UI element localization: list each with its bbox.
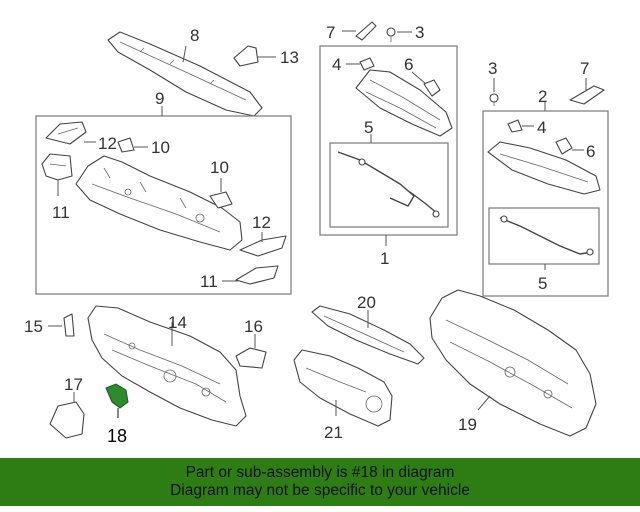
callout-13: 13	[280, 48, 299, 67]
info-banner: Part or sub-assembly is #18 in diagram D…	[0, 458, 640, 506]
part-17-insulator	[49, 401, 85, 439]
callout-5a: 5	[364, 118, 373, 137]
part-6-insert-a	[423, 79, 441, 97]
callout-6a: 6	[404, 55, 413, 74]
callout-16: 16	[244, 317, 263, 336]
part-4-clip-b	[507, 119, 523, 133]
part-10-clip-a	[117, 137, 135, 153]
callout-3a: 3	[415, 23, 424, 42]
group-box-9	[35, 115, 292, 295]
callout-20: 20	[357, 293, 376, 312]
part-18-highlighted	[105, 383, 129, 409]
part-3-fastener-b	[489, 93, 499, 106]
callout-4b: 4	[537, 118, 546, 137]
part-2-cowl-grille	[487, 141, 601, 195]
part-12-bracket-b	[239, 235, 287, 257]
part-8-cowl-top-panel	[107, 31, 263, 117]
callout-7b: 7	[580, 59, 589, 78]
part-11-strip-b	[235, 265, 279, 285]
callout-15: 15	[24, 317, 43, 336]
callout-6b: 6	[586, 142, 595, 161]
part-16-bracket	[235, 347, 267, 369]
group-box-1	[319, 45, 458, 236]
part-5-washer-hose-b	[499, 215, 594, 256]
part-9-cowl-panel	[75, 155, 243, 251]
callout-5b: 5	[538, 274, 547, 293]
part-7-clip-a	[355, 21, 377, 41]
part-20-reinforcement	[311, 305, 425, 365]
banner-line-1: Part or sub-assembly is #18 in diagram	[185, 464, 455, 481]
callout-9: 9	[155, 89, 164, 108]
callout-18: 18	[107, 426, 127, 446]
part-10-clip-b	[209, 191, 233, 209]
callout-10a: 10	[151, 138, 170, 157]
banner-line-2: Diagram may not be specific to your vehi…	[170, 482, 470, 499]
parts-diagram: 8 13 9 12 10 11 10 12	[24, 21, 609, 446]
part-7-clip-b	[569, 85, 605, 105]
part-1-cowl-grille	[355, 69, 453, 137]
part-12-bracket-a	[45, 121, 87, 145]
part-15-clip	[63, 313, 75, 337]
callout-10b: 10	[210, 158, 229, 177]
callout-1: 1	[380, 249, 389, 268]
part-6-insert-b	[555, 137, 573, 155]
callout-12a: 12	[98, 134, 117, 153]
callout-12b: 12	[252, 213, 271, 232]
group-box-5b	[488, 207, 600, 265]
callout-8: 8	[190, 26, 199, 45]
part-4-clip-a	[359, 57, 375, 71]
callout-4a: 4	[332, 55, 341, 74]
callout-11a: 11	[52, 203, 70, 222]
callout-7a: 7	[326, 23, 335, 42]
callout-11b: 11	[200, 272, 218, 291]
callout-14: 14	[168, 313, 187, 332]
part-5-washer-hose-a	[337, 151, 440, 218]
group-box-5a	[329, 142, 449, 228]
callout-19: 19	[458, 415, 477, 434]
part-13-bracket	[233, 45, 259, 67]
callout-2: 2	[538, 87, 547, 106]
part-3-fastener-a	[386, 27, 396, 42]
part-19-dash-panel-large	[429, 289, 597, 437]
callout-21: 21	[324, 423, 343, 442]
part-14-dash-panel	[87, 305, 247, 427]
part-11-bracket-a	[41, 153, 73, 181]
callout-17: 17	[64, 375, 83, 394]
callout-3b: 3	[488, 59, 497, 78]
part-21-insulator-pad	[293, 349, 393, 427]
